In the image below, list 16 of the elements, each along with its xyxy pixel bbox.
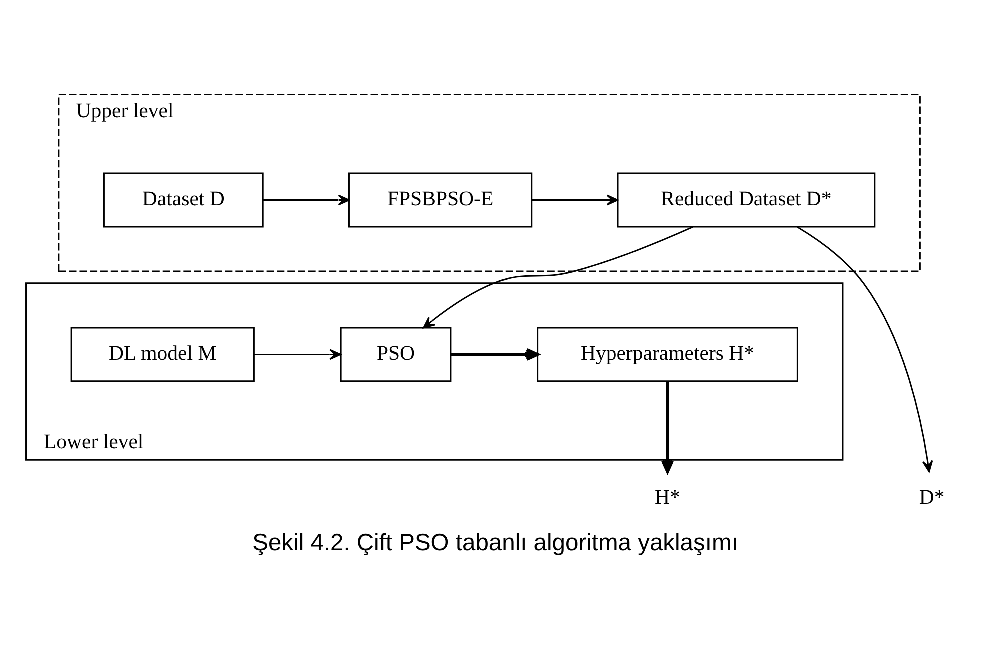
node-text: D* <box>919 486 945 509</box>
arrow <box>254 348 342 360</box>
arrow <box>423 226 694 328</box>
node-box: DL model M <box>70 326 255 382</box>
node-box: Hyperparameters H* <box>537 326 798 382</box>
caption: Şekil 4.2. Çift PSO tabanlı algoritma yaklaşımı <box>252 528 738 556</box>
node-box: Dataset D <box>103 172 264 228</box>
node-text: H* <box>655 486 680 509</box>
node-box: FPSBPSO-E <box>348 172 533 228</box>
arrow <box>451 348 540 360</box>
node-box: PSO <box>340 326 452 382</box>
arrow <box>797 226 934 472</box>
arrow <box>263 194 350 206</box>
arrow <box>532 194 619 206</box>
node-box: Reduced Dataset D* <box>617 172 876 228</box>
arrow <box>661 382 674 473</box>
